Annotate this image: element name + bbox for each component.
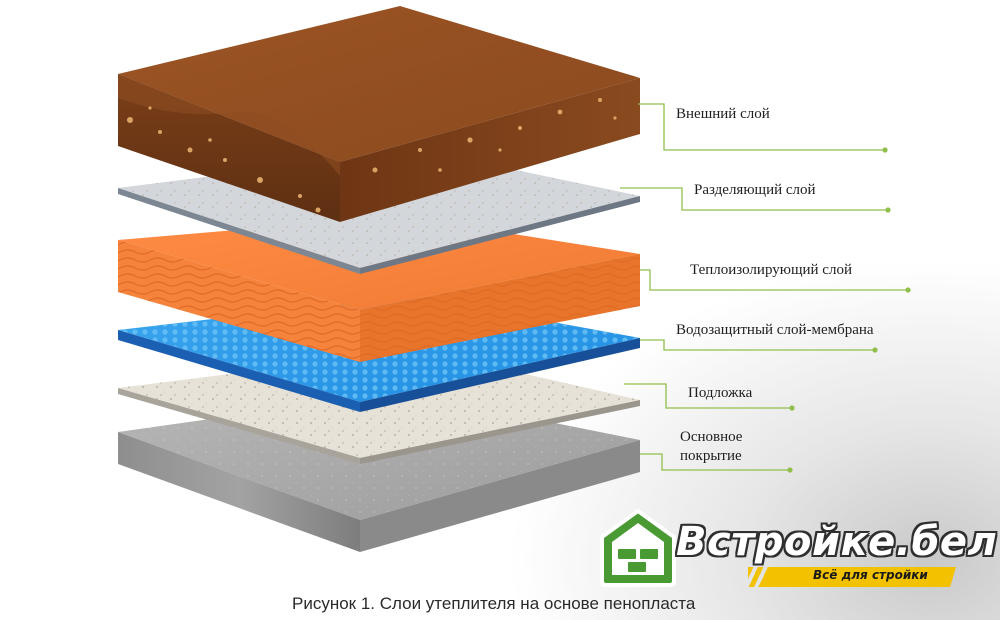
house-bricks-icon bbox=[600, 508, 676, 587]
leader-dots bbox=[787, 147, 911, 473]
brand-tagline: Всё для стройки bbox=[813, 568, 928, 582]
label-waterproof-layer: Водозащитный слой-мембрана bbox=[676, 322, 874, 338]
figure-caption: Рисунок 1. Слои утеплителя на основе пен… bbox=[292, 594, 696, 613]
label-base-coating: Основное покрытие bbox=[680, 429, 743, 464]
outer-soil-layer bbox=[118, 6, 640, 222]
leader-lines bbox=[620, 103, 908, 471]
label-separating-layer: Разделяющий слой bbox=[694, 182, 816, 198]
brand-name: Встройке.бел bbox=[676, 519, 998, 565]
brand-logo[interactable]: Встройке.бел Всё для стройки bbox=[598, 505, 997, 591]
label-outer-layer: Внешний слой bbox=[676, 106, 770, 122]
label-insulating-layer: Теплоизолирующий слой bbox=[690, 262, 852, 278]
label-underlay: Подложка bbox=[688, 385, 753, 401]
tagline-bar bbox=[758, 567, 956, 587]
